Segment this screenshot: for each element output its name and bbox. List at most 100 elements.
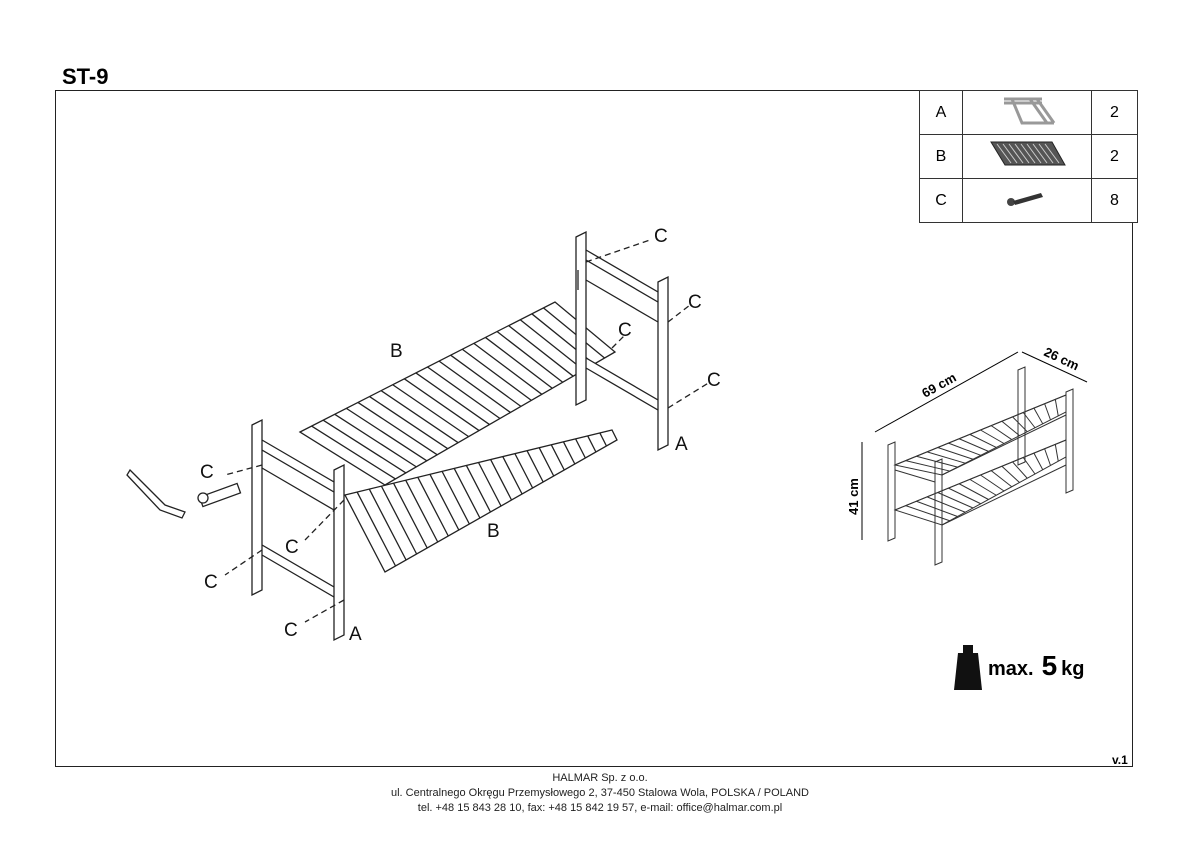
assembled-preview [861, 351, 1088, 566]
callout-labels: C C C C C C C C B B A A [200, 226, 721, 645]
slat [429, 474, 460, 531]
company-contact: tel. +48 15 843 28 10, fax: +48 15 842 1… [417, 802, 783, 814]
slat [1001, 465, 1020, 483]
slat [322, 419, 407, 474]
side-frame-icon [1004, 97, 1056, 125]
drawing-frame [55, 90, 1133, 767]
slat [958, 438, 989, 452]
depth-dimension-line [1021, 351, 1088, 383]
slat [485, 336, 553, 389]
slat [502, 456, 523, 495]
slat [1012, 461, 1028, 479]
parts-list-table: A 2 B 2 C 8 [919, 90, 1138, 223]
company-name: HALMAR Sp. z o.o. [552, 772, 648, 784]
slat [599, 432, 608, 447]
slat [392, 384, 470, 438]
slat [1033, 452, 1044, 470]
slat [427, 366, 501, 420]
slat [369, 396, 449, 450]
slat [403, 378, 480, 432]
slat [519, 319, 585, 371]
callout-c: C [618, 320, 632, 341]
slat [916, 500, 958, 517]
exploded-view [126, 230, 711, 642]
product-code-title: ST-9 [62, 64, 109, 89]
depth-dimension: 26 cm [1042, 344, 1082, 373]
slat [311, 425, 396, 480]
slat [380, 390, 459, 444]
max-load-unit: kg [1061, 658, 1085, 680]
callout-c: C [284, 620, 298, 641]
slat [477, 462, 502, 507]
width-dimension-line [874, 351, 1019, 433]
slat [538, 447, 555, 477]
slat [415, 372, 490, 426]
slat [441, 471, 470, 525]
shelf-b-lower [344, 429, 618, 573]
max-load-prefix: max. [988, 658, 1034, 680]
slat [948, 487, 981, 505]
part-label: C [919, 178, 963, 223]
weight-icon [954, 645, 982, 690]
callout-a: A [675, 434, 688, 455]
slat [380, 485, 418, 555]
slat [1044, 403, 1051, 421]
callout-c: C [688, 292, 702, 313]
slat [508, 325, 574, 377]
max-load-value: 5 [1041, 650, 1058, 681]
slat [473, 342, 543, 395]
callout-c: C [654, 226, 668, 247]
parts-row: B 2 [919, 134, 1138, 179]
slat [969, 478, 997, 496]
slat [550, 444, 565, 471]
callout-c: C [707, 370, 721, 391]
preview-slats [893, 394, 1067, 526]
slat [453, 468, 481, 519]
part-label: B [919, 134, 963, 179]
screw-guide-lines [224, 239, 711, 623]
slat [990, 470, 1013, 488]
slat [1054, 444, 1059, 462]
callout-c: C [285, 537, 299, 558]
version-label: v.1 [1112, 753, 1128, 767]
slat [980, 429, 1005, 444]
slat [1033, 407, 1044, 425]
part-quantity: 2 [1091, 134, 1138, 179]
slat [392, 482, 428, 549]
slat [417, 476, 449, 537]
slat [926, 496, 966, 513]
slat [450, 354, 522, 407]
slat [542, 307, 605, 359]
slat [334, 413, 417, 468]
company-address: ul. Centralnego Okręgu Przemysłowego 2, … [390, 787, 809, 799]
company-footer: HALMAR Sp. z o.o. ul. Centralnego Okręgu… [0, 771, 1200, 816]
callout-c: C [204, 572, 218, 593]
slat [969, 433, 997, 448]
parts-row: C 8 [919, 178, 1138, 223]
slat [937, 492, 974, 509]
callout-a: A [349, 624, 362, 645]
slat [357, 401, 438, 456]
slat [368, 488, 407, 561]
part-label: A [919, 90, 963, 135]
slat [916, 455, 958, 468]
slat [1012, 416, 1028, 433]
side-frame-a-left [251, 418, 345, 642]
slat [905, 460, 950, 472]
part-quantity: 8 [1091, 178, 1138, 223]
height-dimension: 41 cm [846, 478, 861, 515]
part-quantity: 2 [1091, 90, 1138, 135]
slat [356, 491, 397, 567]
slat [465, 465, 492, 513]
slat [1022, 457, 1036, 475]
slat [1054, 399, 1059, 417]
slat [496, 331, 564, 383]
slatted-shelf-icon [990, 141, 1066, 166]
hex-key-and-screw [126, 468, 242, 519]
slat [958, 483, 989, 500]
slat [587, 435, 597, 453]
slat [575, 438, 586, 459]
